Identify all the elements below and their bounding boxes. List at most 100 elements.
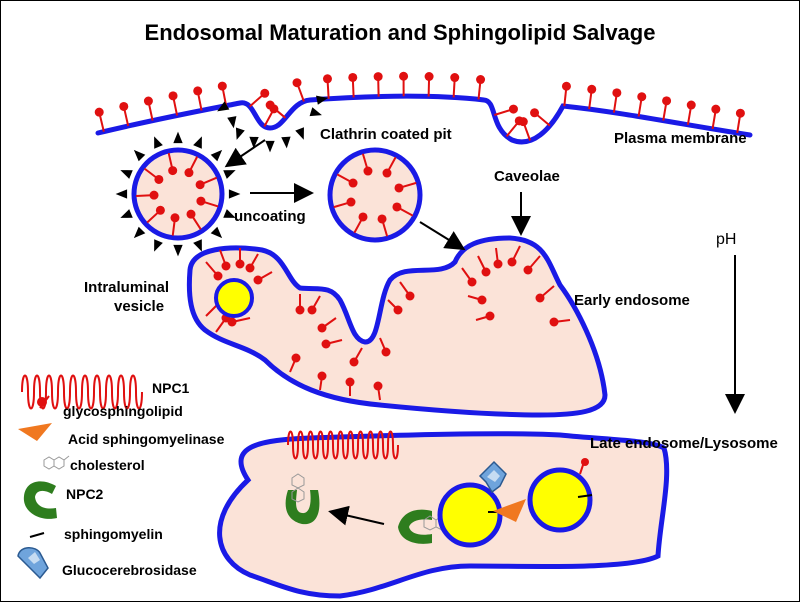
glycosphingolipid-marker <box>170 213 180 236</box>
glycosphingolipid-marker <box>535 285 555 303</box>
glycosphingolipid-marker <box>321 339 343 349</box>
glycosphingolipid-marker <box>377 214 389 237</box>
legend-npc2-label: NPC2 <box>66 486 104 502</box>
clathrin-triangle <box>223 170 236 179</box>
glycosphingolipid-marker <box>662 96 672 121</box>
clathrin-triangle <box>173 131 183 144</box>
glycosphingolipid-marker <box>119 101 130 127</box>
clathrin-triangle <box>120 209 133 218</box>
clathrin-triangle <box>115 189 128 199</box>
glycosphingolipid-marker <box>424 72 434 97</box>
intraluminal-vesicle-right <box>527 458 593 533</box>
plasma-membrane <box>94 71 753 153</box>
clathrin-triangle <box>193 239 202 252</box>
plasma-membrane-glycosphingolipids <box>94 71 745 141</box>
legend-cholesterol-icon <box>43 455 70 470</box>
glycosphingolipid-marker <box>361 153 373 176</box>
clathrin-triangle <box>228 189 241 199</box>
label-late-endosome-lysosome: Late endosome/Lysosome <box>590 435 778 452</box>
glycosphingolipid-marker <box>373 72 383 97</box>
glycosphingolipid-marker <box>217 81 228 106</box>
early-endosome <box>186 235 608 418</box>
glycosphingolipid-marker <box>530 108 551 127</box>
glycosphingolipid-marker <box>494 104 518 116</box>
npc2-cholesterol-complex <box>285 473 320 525</box>
clathrin-triangle <box>193 136 202 149</box>
clathrin-triangle <box>235 127 245 140</box>
npc1-in-late-endosome <box>287 430 399 460</box>
uncoated-vesicle <box>327 147 423 243</box>
glycosphingolipid-marker <box>289 353 301 373</box>
clathrin-triangle <box>217 101 230 112</box>
glycosphingolipid-marker <box>219 249 231 271</box>
bound-cholesterol <box>291 473 305 503</box>
glycosphingolipid-marker <box>477 255 491 277</box>
label-uncoating: uncoating <box>234 208 306 225</box>
glycosphingolipid-marker <box>348 72 358 98</box>
glycosphingolipid-marker <box>186 209 202 230</box>
glycosphingolipid-marker <box>292 78 305 102</box>
plasma-membrane-line <box>95 93 753 145</box>
glycosphingolipid-marker <box>322 74 332 99</box>
clathrin-triangle <box>173 244 183 257</box>
glycosphingolipid-marker <box>295 294 305 315</box>
clathrin-coated-vesicle <box>115 131 241 257</box>
clathrin-triangle <box>223 209 236 218</box>
uncoated-vesicle-glycosphingolipids <box>333 153 417 237</box>
arrow-pit-to-vesicle <box>224 139 266 168</box>
legend-glucocerebrosidase-icon <box>17 547 49 580</box>
clathrin-coat <box>217 95 329 153</box>
glycosphingolipid-marker <box>450 73 460 98</box>
early-endosome-membrane <box>186 235 608 418</box>
glycosphingolipid-marker <box>317 371 327 391</box>
glycosphingolipid-marker <box>476 75 486 100</box>
legend <box>17 374 143 580</box>
arrows <box>224 139 745 526</box>
glucocerebrosidase-enzyme <box>478 460 507 494</box>
glycosphingolipid-marker <box>265 100 287 119</box>
clathrin-triangle <box>265 140 275 153</box>
glycosphingolipid-marker <box>353 212 368 234</box>
clathrin-triangle <box>281 136 291 149</box>
glycosphingolipid-marker <box>587 84 597 110</box>
late-endosome <box>217 430 670 599</box>
clathrin-triangle <box>210 226 223 239</box>
coated-vesicle-clathrin <box>115 131 241 257</box>
glycosphingolipid-marker <box>561 81 571 107</box>
legend-glycosphingolipid-icon <box>37 395 50 409</box>
glycosphingolipid-marker <box>167 152 178 176</box>
glycosphingolipid-marker <box>143 96 154 121</box>
glycosphingolipid-marker <box>475 311 495 321</box>
coated-vesicle-glycosphingolipids <box>136 152 219 236</box>
clathrin-triangle <box>309 107 322 117</box>
label-intraluminal: Intraluminal <box>84 279 169 296</box>
legend-cholesterol-label: cholesterol <box>70 457 145 473</box>
glycosphingolipid-marker <box>387 299 403 315</box>
glycosphingolipid-marker <box>382 156 397 178</box>
glycosphingolipid-marker <box>507 245 521 267</box>
acid-sphingomyelinase-enzyme <box>493 499 526 522</box>
label-early-endosome: Early endosome <box>574 292 690 309</box>
glycosphingolipid-marker <box>461 267 477 287</box>
glycosphingolipid-marker <box>399 281 415 301</box>
glycosphingolipid-marker <box>373 381 383 401</box>
glycosphingolipid-marker <box>549 317 571 327</box>
glycosphingolipid-marker <box>467 295 487 305</box>
glycosphingolipid-marker <box>245 253 259 273</box>
early-endosome-glycosphingolipids <box>205 245 571 401</box>
glycosphingolipid-marker <box>193 86 203 111</box>
arrow-npc2-transfer <box>328 505 385 526</box>
legend-acid-sphingomyelinase-label: Acid sphingomyelinase <box>68 431 225 447</box>
clathrin-triangle <box>154 136 163 149</box>
glycosphingolipid-marker <box>94 107 105 132</box>
glycosphingolipid-marker <box>333 197 356 209</box>
glycosphingolipid-marker <box>195 176 218 190</box>
glycosphingolipid-marker <box>253 271 273 285</box>
label-plasma-membrane: Plasma membrane <box>614 130 747 147</box>
intraluminal-vesicle-left <box>437 482 503 548</box>
glycosphingolipid-marker <box>317 317 337 333</box>
glycosphingolipid-marker <box>518 117 532 141</box>
legend-npc2-icon <box>23 481 57 519</box>
label-caveolae: Caveolae <box>494 168 560 185</box>
